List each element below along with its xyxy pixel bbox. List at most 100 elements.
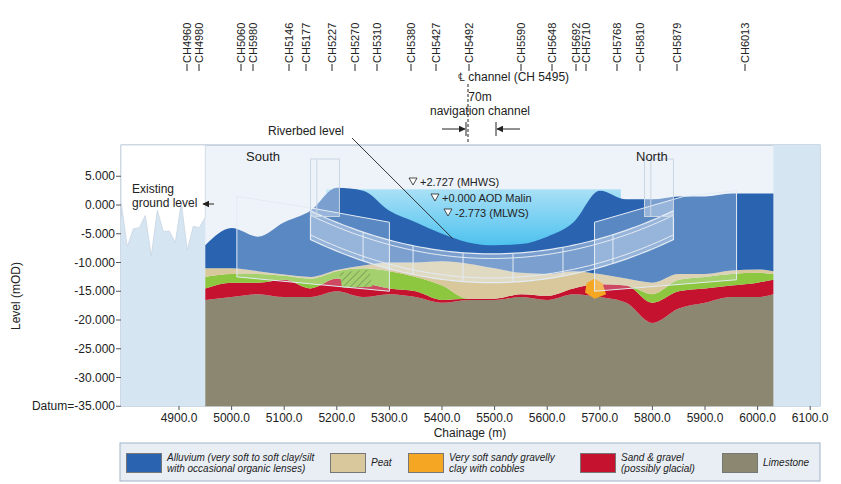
y-tick — [116, 233, 121, 234]
dimension-arrow — [442, 129, 465, 130]
y-tick — [116, 377, 121, 378]
chainage-tick — [306, 64, 307, 71]
y-tick-label: 5.000 — [85, 169, 115, 183]
x-tick-label: 5400.0 — [424, 411, 461, 425]
x-tick-label: 5200.0 — [318, 411, 355, 425]
annotation: Riverbed level — [268, 124, 344, 138]
chainage-label: CH5270 — [349, 23, 362, 63]
x-tick — [284, 406, 285, 410]
portal-structure — [311, 159, 340, 217]
chainage-label: CH4980 — [193, 23, 206, 63]
x-tick — [442, 406, 443, 410]
plot-area — [121, 145, 820, 406]
chainage-tick — [521, 64, 522, 71]
y-tick-label: -10.000 — [74, 256, 115, 270]
tunnel-wall — [311, 235, 674, 278]
dimension-arrow — [497, 129, 520, 130]
legend-box — [120, 443, 820, 481]
legend-text: Very soft sandy gravelly clay with cobbl… — [449, 452, 575, 474]
x-tick — [599, 406, 600, 410]
chainage-tick — [253, 64, 254, 71]
chainage-label: CH5380 — [405, 23, 418, 63]
level-marker — [431, 194, 439, 201]
chainage-tick — [745, 64, 746, 71]
chainage-tick — [552, 64, 553, 71]
y-tick-label: Datum=-35.000 — [32, 399, 115, 413]
annotation: ℄ channel (CH 5495) — [458, 70, 569, 84]
tunnel-wall — [311, 215, 674, 258]
tunnel-joint — [612, 235, 613, 264]
chainage-label: CH5310 — [371, 23, 384, 63]
water-level-label: +0.000 AOD Malin — [442, 191, 532, 205]
legend-text: Limestone — [763, 457, 819, 468]
chainage-label: CH5980 — [247, 23, 260, 63]
chainage-tick — [199, 64, 200, 71]
chainage-label: CH5768 — [611, 23, 624, 63]
annotation: 70m — [468, 90, 491, 104]
y-tick — [116, 320, 121, 321]
water-level-label: -2.773 (MLWS) — [455, 206, 529, 220]
chainage-tick — [677, 64, 678, 71]
y-tick — [116, 205, 121, 206]
chainage-tick — [187, 64, 188, 71]
chainage-tick — [436, 64, 437, 71]
riverbed-leader — [352, 138, 453, 238]
legend-text: Alluvium (very soft to soft clay/silt wi… — [167, 452, 325, 474]
tunnel-joint — [513, 253, 514, 282]
x-tick-label: 6100.0 — [792, 411, 829, 425]
x-tick — [652, 406, 653, 410]
legend-swatch — [580, 453, 616, 473]
x-tick — [757, 406, 758, 410]
tunnel-joint — [363, 232, 364, 261]
portal-wall — [316, 159, 317, 217]
x-tick — [231, 406, 232, 410]
chainage-tick — [576, 64, 577, 71]
axis-title: Level (mOD) — [10, 262, 23, 330]
legend-item: Limestone — [722, 444, 819, 481]
portal-wall — [650, 159, 651, 217]
legend-text: Peat — [371, 457, 405, 468]
chainage-tick — [411, 64, 412, 71]
y-tick-label: -30.000 — [74, 371, 115, 385]
x-tick-label: 5800.0 — [634, 411, 671, 425]
x-tick-label: 5300.0 — [371, 411, 408, 425]
chainage-label: CH4960 — [181, 23, 194, 63]
annotation: navigation channel — [430, 104, 530, 118]
x-tick — [547, 406, 548, 410]
legend-swatch — [126, 453, 162, 473]
chainage-tick — [377, 64, 378, 71]
existing-ground — [121, 145, 205, 256]
annotation: South — [246, 150, 280, 164]
x-tick — [810, 406, 811, 410]
y-tick — [116, 291, 121, 292]
x-tick-label: 4900.0 — [161, 411, 198, 425]
axis-title: Chainage (m) — [434, 426, 507, 440]
annotation: Existing ground level — [132, 182, 206, 210]
legend-swatch — [722, 453, 758, 473]
x-tick — [494, 406, 495, 410]
legend-item: Alluvium (very soft to soft clay/silt wi… — [126, 444, 325, 481]
level-marker — [444, 209, 452, 216]
tunnel-joint — [463, 253, 464, 282]
chainage-tick — [241, 64, 242, 71]
portal-structure — [645, 159, 674, 217]
y-tick-label: -25.000 — [74, 342, 115, 356]
legend-item: Peat — [330, 444, 405, 481]
overlay — [116, 64, 820, 481]
x-tick — [336, 406, 337, 410]
channel-limit — [466, 122, 467, 136]
chainage-label: CH5648 — [546, 23, 559, 63]
limestone-layer — [205, 291, 773, 406]
channel-limit — [496, 122, 497, 136]
x-tick-label: 5000.0 — [213, 411, 250, 425]
legend-swatch — [408, 453, 444, 473]
legend-item: Very soft sandy gravelly clay with cobbl… — [408, 444, 575, 481]
legend-text: Sand & gravel (possibly glacial) — [621, 452, 719, 474]
tunnel-joint — [413, 246, 414, 275]
left-end-zone — [121, 145, 205, 406]
water-level-label: +2.727 (MHWS) — [420, 175, 499, 189]
ground-leader — [203, 204, 214, 205]
x-tick — [179, 406, 180, 410]
y-tick-label: -15.000 — [74, 284, 115, 298]
tunnel-joint — [562, 247, 563, 276]
